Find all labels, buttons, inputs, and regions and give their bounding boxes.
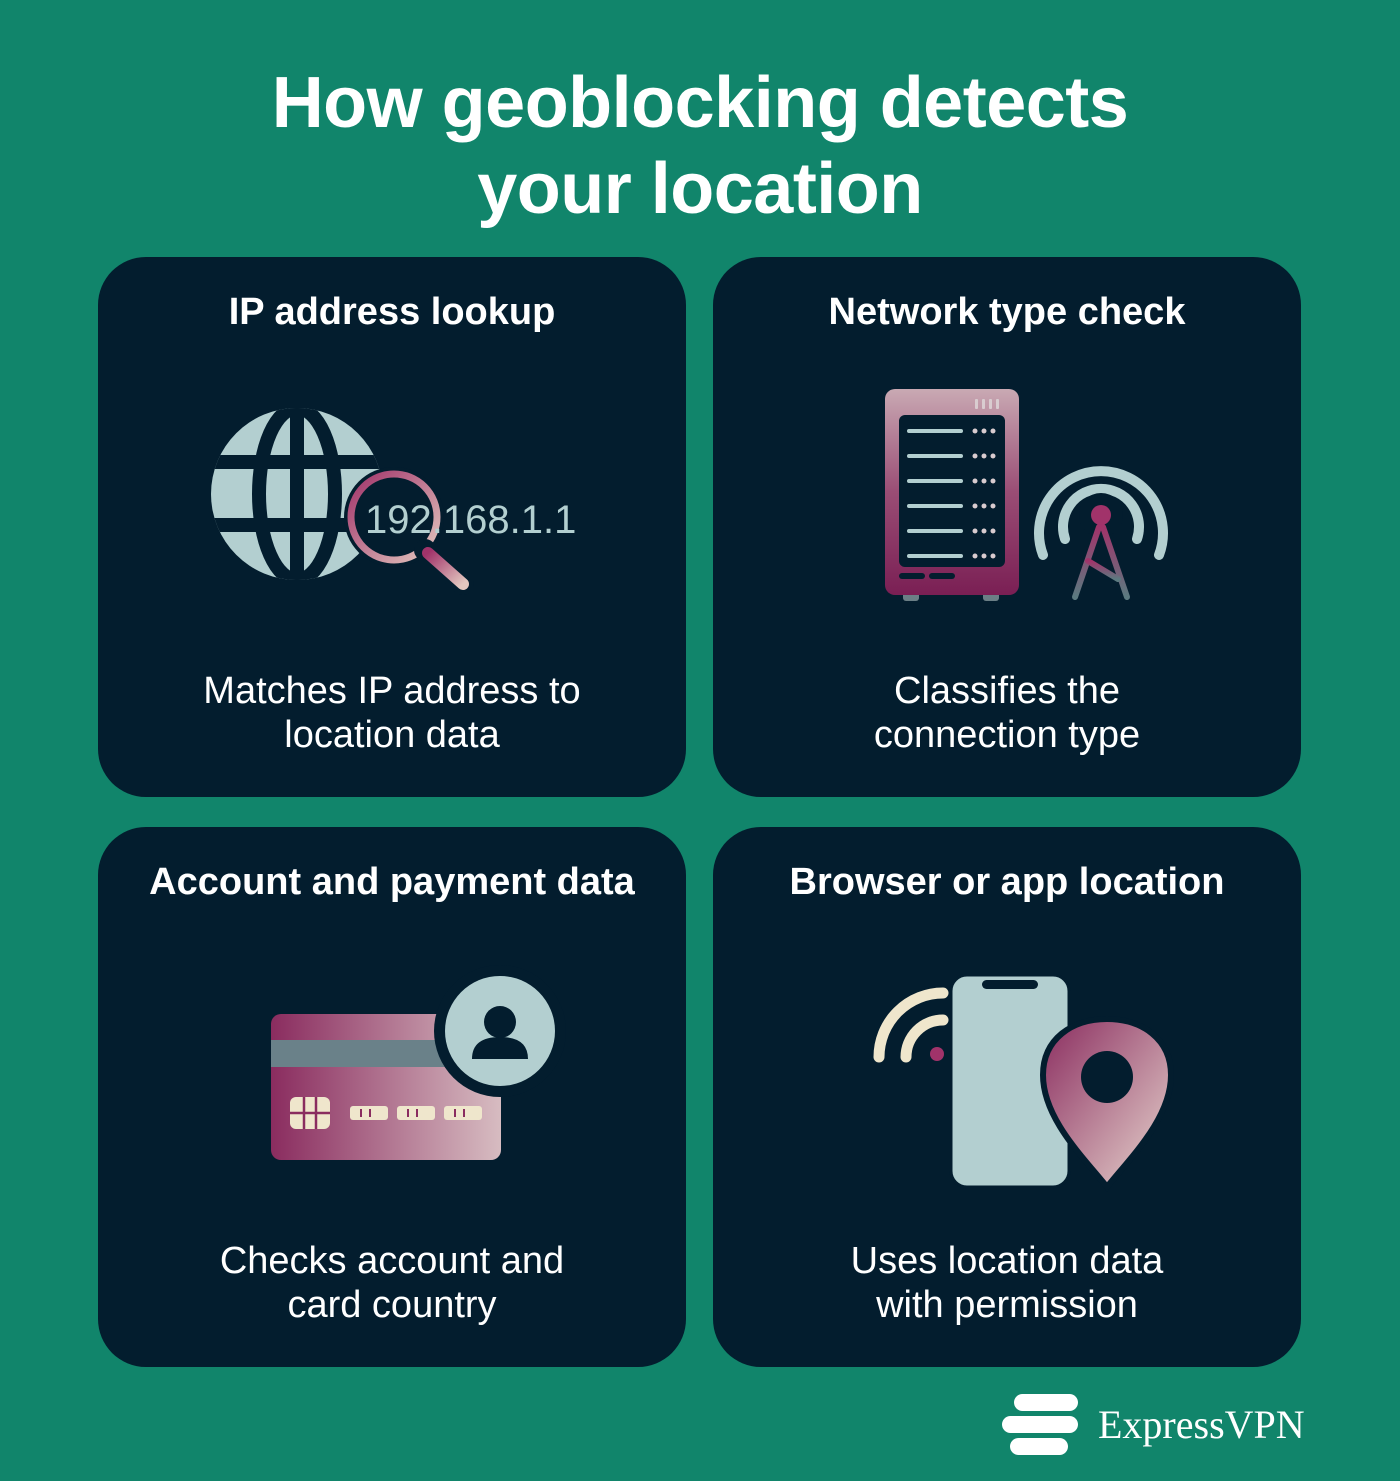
page-title-line-1: How geoblocking detects [271,63,1129,143]
expressvpn-logo-icon [1002,1394,1078,1455]
card-description-line-1: Classifies the [894,670,1120,712]
card-description-line-2: location data [284,714,500,756]
expressvpn-logo: ExpressVPN [1000,1390,1330,1460]
card-browser-app-location: Browser or app location Uses location da… [713,827,1301,1367]
card-title: Account and payment data [149,861,635,903]
card-description-line-2: card country [287,1284,497,1326]
map-pin-icon [1039,1015,1175,1192]
card-description: Uses location data with permission [713,1239,1301,1327]
card-ip-address-lookup: IP address lookup 192.168.1.1 Matches IP… [98,257,686,797]
credit-card-icon [271,1014,501,1160]
ip-address-text: 192.168.1.1 [365,498,576,542]
card-title: IP address lookup [228,291,556,333]
card-title: Browser or app location [789,861,1225,903]
card-network-type-check: Network type check [713,257,1301,797]
smartphone-icon [949,973,1071,1189]
card-title: Network type check [828,291,1186,333]
wifi-signal-icon [873,987,949,1063]
card-description-line-2: connection type [873,714,1141,756]
payment-illustration [271,965,566,1160]
card-account-payment-data: Account and payment data [98,827,686,1367]
page-title: How geoblocking detects your location [0,60,1400,232]
card-description: Matches IP address to location data [98,669,686,757]
brand-name: ExpressVPN [1098,1402,1305,1447]
card-description-line-1: Matches IP address to [203,670,581,712]
network-illustration [885,389,1168,601]
ip-lookup-illustration: 192.168.1.1 [211,408,576,595]
magnifier-icon [344,467,474,595]
server-rack-icon [885,389,1019,601]
antenna-icon [1034,466,1168,601]
user-avatar-icon [434,965,566,1097]
page-title-line-2: your location [477,149,923,229]
card-description-line-2: with permission [876,1284,1138,1326]
card-description-line-1: Uses location data [850,1240,1164,1282]
card-description: Checks account and card country [98,1239,686,1327]
location-illustration [873,973,1175,1192]
card-description-line-1: Checks account and [219,1240,565,1282]
card-description: Classifies the connection type [713,669,1301,757]
